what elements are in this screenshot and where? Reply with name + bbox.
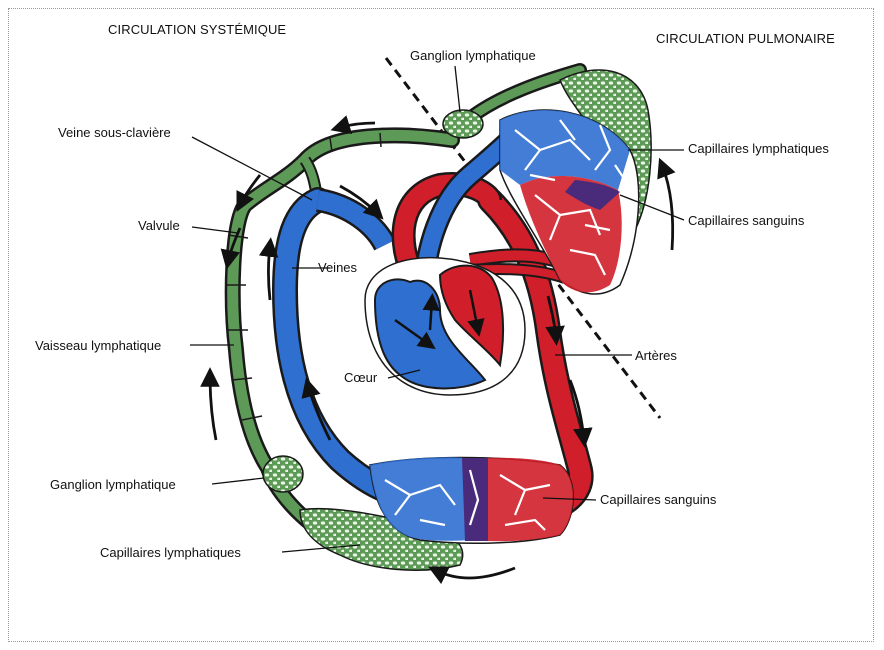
label-arteres: Artères [635,348,677,363]
label-ganglion-bottom: Ganglion lymphatique [50,477,176,492]
label-capillaires-sanguins-bottom: Capillaires sanguins [600,492,716,507]
label-capillaires-sanguins-right: Capillaires sanguins [688,213,804,228]
label-capillaires-lymphatiques-bottom: Capillaires lymphatiques [100,545,241,560]
label-ganglion-top: Ganglion lymphatique [410,48,536,63]
title-pulmonary: CIRCULATION PULMONAIRE [656,31,835,46]
lymph-node-bottom [263,456,303,492]
label-coeur: Cœur [344,370,377,385]
label-vaisseau-lymphatique: Vaisseau lymphatique [35,338,161,353]
lymph-node-top [443,110,483,138]
systemic-capillary-network [370,457,573,543]
label-valvule: Valvule [138,218,180,233]
label-veines: Veines [318,260,357,275]
title-systemic: CIRCULATION SYSTÉMIQUE [108,22,286,37]
label-veine-sous-claviere: Veine sous-clavière [58,125,171,140]
label-capillaires-lymphatiques-right: Capillaires lymphatiques [688,141,829,156]
